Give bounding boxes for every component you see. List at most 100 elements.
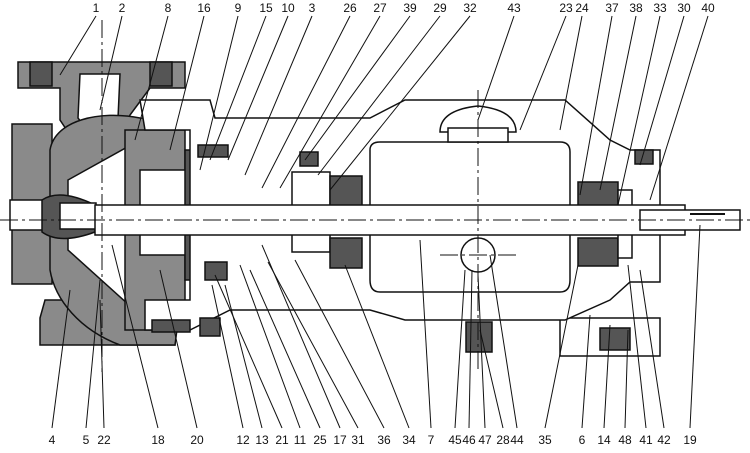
leader-line-21	[214, 274, 283, 429]
leader-line-4	[51, 289, 71, 429]
callout-label-14: 14	[597, 433, 611, 447]
leader-line-42	[639, 269, 665, 429]
callout-label-7: 7	[428, 433, 435, 447]
leader-line-29	[317, 15, 441, 176]
callout-label-20: 20	[190, 433, 204, 447]
callout-label-10: 10	[281, 1, 295, 15]
leader-line-39	[304, 15, 411, 161]
callout-label-6: 6	[579, 433, 586, 447]
callout-label-44: 44	[510, 433, 524, 447]
leader-line-34	[344, 264, 410, 429]
callout-label-23: 23	[559, 1, 573, 15]
callout-label-47: 47	[478, 433, 492, 447]
callout-label-15: 15	[259, 1, 273, 15]
callout-label-24: 24	[575, 1, 589, 15]
bracket-bolt	[299, 151, 319, 167]
callout-label-38: 38	[629, 1, 643, 15]
callout-label-33: 33	[653, 1, 667, 15]
callout-label-8: 8	[165, 1, 172, 15]
leader-line-1	[59, 15, 97, 76]
leader-line-5	[85, 279, 101, 429]
callout-label-22: 22	[97, 433, 111, 447]
callout-label-42: 42	[657, 433, 671, 447]
callout-label-1: 1	[93, 1, 100, 15]
callout-label-17: 17	[333, 433, 347, 447]
leader-line-19	[689, 224, 701, 429]
leader-line-48	[624, 329, 629, 429]
callout-label-27: 27	[373, 1, 387, 15]
leader-line-20	[159, 269, 198, 429]
callout-label-26: 26	[343, 1, 357, 15]
leader-line-25	[249, 269, 321, 429]
leader-line-43	[477, 15, 515, 121]
leader-line-27	[279, 15, 381, 189]
callout-label-21: 21	[275, 433, 289, 447]
foot-bolt-left	[151, 319, 191, 333]
callout-label-5: 5	[83, 433, 90, 447]
callout-label-9: 9	[235, 1, 242, 15]
leader-line-40	[649, 15, 709, 201]
leader-line-9	[199, 15, 239, 171]
leader-line-30	[639, 15, 685, 166]
leader-line-26	[261, 15, 351, 189]
discharge-flange-bolt-left	[29, 61, 53, 87]
callout-label-35: 35	[538, 433, 552, 447]
leader-line-13	[224, 284, 263, 429]
rear-bearing-lower	[577, 237, 619, 267]
callout-label-39: 39	[403, 1, 417, 15]
drain-plug	[465, 321, 493, 353]
callout-label-18: 18	[151, 433, 165, 447]
leader-line-14	[603, 324, 611, 429]
callout-label-28: 28	[496, 433, 510, 447]
leader-line-41	[627, 264, 647, 429]
leader-line-12	[211, 284, 244, 429]
callout-label-41: 41	[639, 433, 653, 447]
callout-label-32: 32	[463, 1, 477, 15]
support-bolt	[599, 327, 631, 351]
leader-line-28	[479, 329, 504, 429]
leader-line-10	[227, 15, 289, 161]
leader-line-11	[239, 264, 301, 429]
impeller-nut-bore	[59, 202, 97, 230]
callout-label-37: 37	[605, 1, 619, 15]
callout-label-2: 2	[119, 1, 126, 15]
callout-label-16: 16	[197, 1, 211, 15]
callout-label-40: 40	[701, 1, 715, 15]
leader-line-2	[99, 15, 123, 111]
callout-label-46: 46	[462, 433, 476, 447]
leader-line-8	[134, 15, 169, 141]
leader-line-38	[599, 15, 637, 191]
discharge-flange-bolt-right	[149, 61, 173, 87]
leader-line-15	[209, 15, 267, 161]
leader-line-33	[617, 15, 661, 206]
callout-label-36: 36	[377, 433, 391, 447]
leader-line-7	[419, 239, 432, 429]
callout-label-12: 12	[236, 433, 250, 447]
callout-label-45: 45	[448, 433, 462, 447]
leader-line-16	[169, 15, 205, 151]
callout-label-48: 48	[618, 433, 632, 447]
leader-line-6	[581, 314, 591, 429]
front-bearing-upper	[329, 175, 363, 207]
callout-label-31: 31	[351, 433, 365, 447]
front-bearing-lower	[329, 237, 363, 269]
leader-line-45	[454, 269, 466, 429]
callout-label-30: 30	[677, 1, 691, 15]
leader-line-46	[468, 269, 473, 429]
callout-label-29: 29	[433, 1, 447, 15]
callout-label-34: 34	[402, 433, 416, 447]
leader-line-32	[329, 15, 471, 191]
callout-label-19: 19	[683, 433, 697, 447]
cover-bolt-lower	[204, 261, 228, 281]
leader-line-47	[477, 274, 486, 429]
callout-label-3: 3	[309, 1, 316, 15]
leader-line-36	[294, 259, 385, 429]
leader-line-37	[579, 15, 613, 196]
callout-label-11: 11	[294, 433, 307, 447]
foot-bolt-right	[199, 317, 221, 337]
leader-line-18	[111, 244, 159, 429]
